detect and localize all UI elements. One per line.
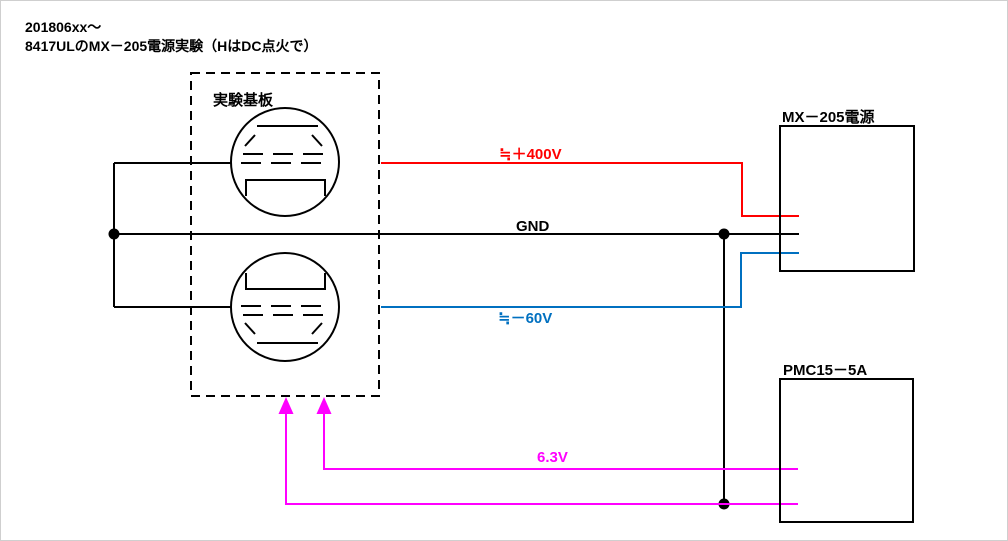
wire-bias-label: ≒－60V <box>498 310 552 327</box>
title-line-2: 8417ULのMX－205電源実験（HはDC点火で） <box>25 38 318 54</box>
b-plus-wire <box>381 162 799 217</box>
psu-pmc-outline <box>779 378 914 523</box>
wire-heater-label: 6.3V <box>537 449 568 466</box>
bias-wire <box>381 252 799 308</box>
wire-gnd-label: GND <box>516 218 550 235</box>
vacuum-tube-lower-icon <box>230 252 340 362</box>
psu-mx205-outline <box>779 125 915 272</box>
heater-arrow-icon <box>278 397 294 414</box>
psu-mx205-label: MX－205電源 <box>782 108 875 126</box>
heater-wire-2 <box>323 411 798 470</box>
heater-arrow-icon <box>316 397 332 414</box>
title-line-1: 201806xx～ <box>25 19 101 35</box>
vacuum-tube-upper-icon <box>230 107 340 217</box>
junction-dot-icon <box>108 228 120 240</box>
wire-b-plus: ≒＋400V <box>381 146 799 217</box>
wire-heater: 6.3V <box>278 397 798 505</box>
wire-gnd: GND <box>108 162 799 510</box>
title-block: 201806xx～ 8417ULのMX－205電源実験（HはDC点火で） <box>25 19 318 54</box>
psu-pmc: PMC15－5A <box>779 362 914 523</box>
psu-pmc-label: PMC15－5A <box>783 362 867 379</box>
experiment-board-label: 実験基板 <box>213 91 274 109</box>
junction-dot-icon <box>718 228 730 240</box>
wire-b-plus-label: ≒＋400V <box>499 146 562 163</box>
heater-wire-1 <box>285 411 798 505</box>
wire-bias: ≒－60V <box>381 252 799 327</box>
psu-mx205: MX－205電源 <box>779 108 915 272</box>
